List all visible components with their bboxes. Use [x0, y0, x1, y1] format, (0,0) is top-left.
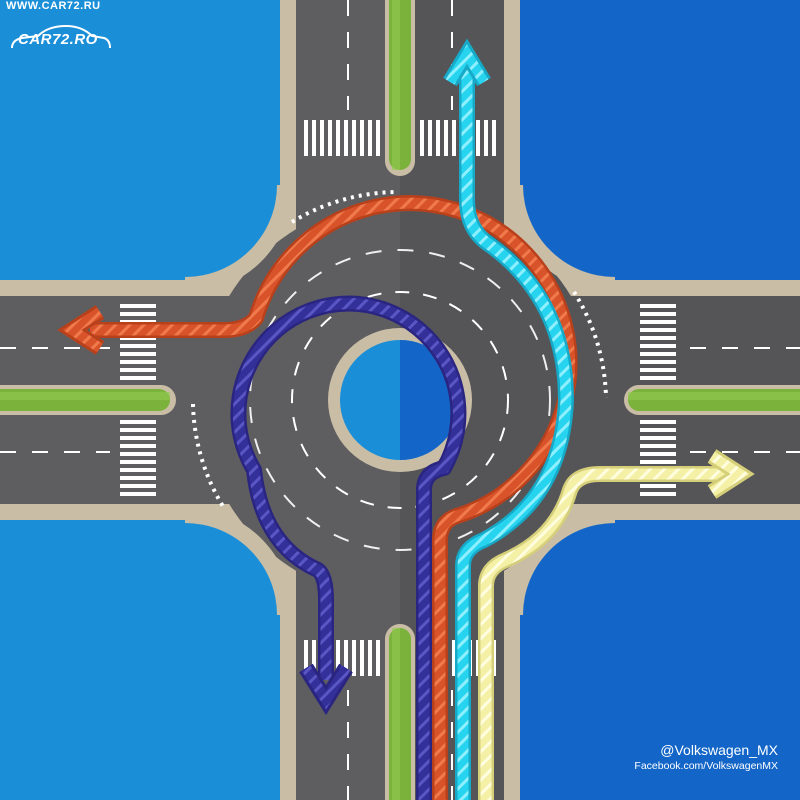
watermark-logo: CAR72.RO: [8, 22, 112, 58]
watermark-logo-text: CAR72.RO: [18, 31, 98, 48]
route-u-turn: [230, 295, 467, 800]
credit-handle: @Volkswagen_MX: [660, 742, 778, 758]
credit-facebook: Facebook.com/VolkswagenMX: [634, 760, 778, 772]
route-right-turn: [478, 449, 755, 800]
watermark-url: WWW.CAR72.RU: [6, 0, 101, 12]
route-left-turn: [57, 195, 578, 800]
yield-lines: [191, 190, 608, 510]
route-straight: [443, 38, 574, 800]
car-logo-icon: [11, 24, 111, 49]
